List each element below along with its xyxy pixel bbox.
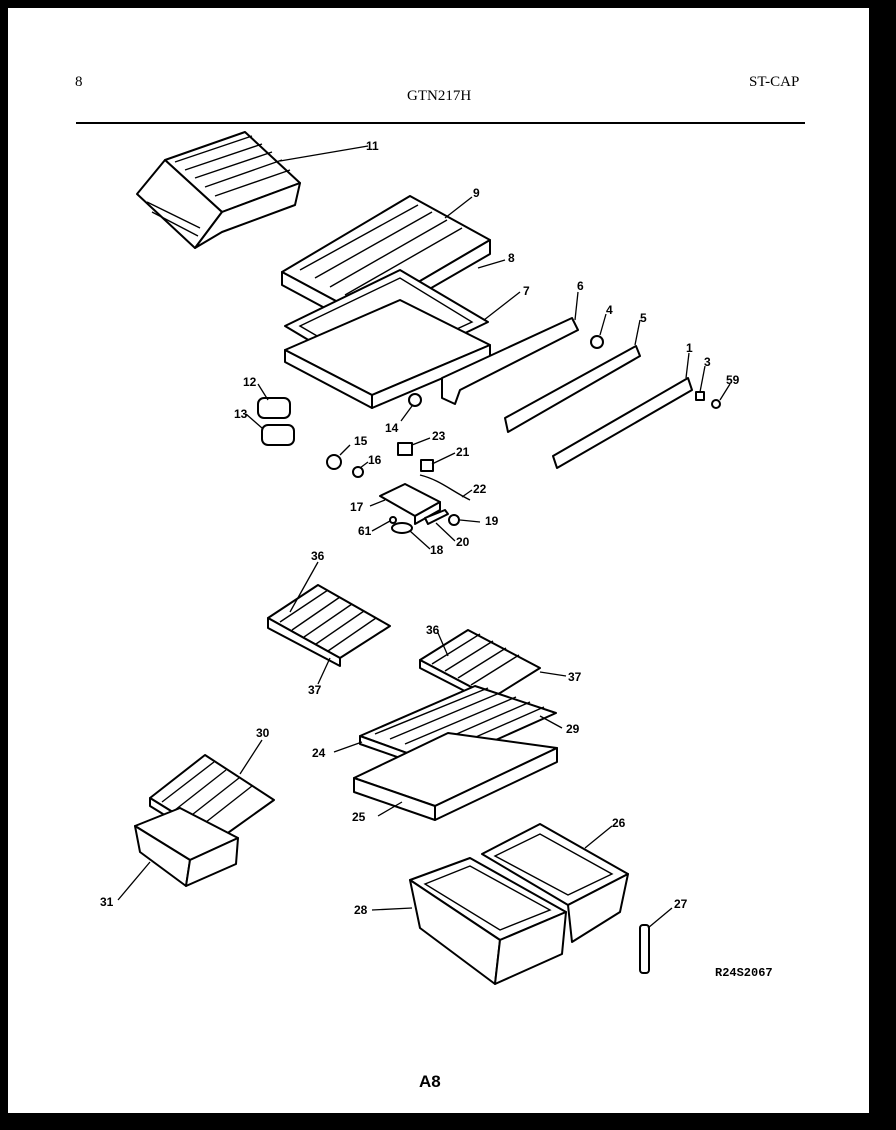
part-1-rail (552, 377, 693, 469)
part-22-wire (419, 474, 471, 501)
callout-6: 6 (577, 279, 584, 293)
part-21-knob (420, 459, 434, 472)
callout-36-lower: 36 (426, 623, 440, 637)
callout-14: 14 (385, 421, 399, 435)
callout-8: 8 (508, 251, 515, 265)
callout-31: 31 (100, 895, 114, 909)
part-6-bracket (441, 317, 579, 405)
part-59-screw (711, 399, 721, 409)
part-36-37-wire-shelf-left (267, 584, 391, 667)
callout-15: 15 (354, 434, 368, 448)
part-12-shield (257, 397, 291, 419)
callout-7: 7 (523, 284, 530, 298)
part-31-keeper-pan (134, 807, 239, 887)
part-18-thermostat (391, 522, 413, 534)
part-11-freezer-shelf (136, 131, 301, 249)
callout-20: 20 (456, 535, 470, 549)
callout-9: 9 (473, 186, 480, 200)
part-3-clip (695, 391, 705, 401)
callout-12: 12 (243, 375, 257, 389)
part-5-rail (504, 345, 641, 433)
callout-labels: 11 9 8 7 6 4 5 1 3 59 12 13 14 23 15 16 … (100, 139, 740, 917)
callout-13: 13 (234, 407, 248, 421)
leader-lines (117, 145, 731, 929)
model-number: GTN217H (407, 88, 472, 104)
section-code: ST-CAP (749, 74, 800, 90)
callout-24: 24 (312, 746, 326, 760)
callout-1: 1 (686, 341, 693, 355)
callout-36-upper: 36 (311, 549, 325, 563)
callout-11: 11 (366, 139, 379, 153)
callout-19: 19 (485, 514, 499, 528)
part-20-bracket (424, 509, 449, 525)
part-61-screw (389, 516, 397, 524)
part-28-crisper-drawer (409, 857, 567, 985)
part-25-crisper-cover (353, 732, 558, 821)
part-27-divider (639, 924, 650, 974)
page-label: A8 (419, 1072, 441, 1091)
callout-3: 3 (704, 355, 711, 369)
part-14-knob (408, 393, 422, 407)
diagram-sheet: 8 GTN217H ST-CAP (8, 8, 869, 1113)
part-23-switch (397, 442, 413, 456)
callout-26: 26 (612, 816, 626, 830)
callout-61: 61 (358, 524, 372, 538)
part-16-socket (352, 466, 364, 478)
header-rule (76, 122, 805, 124)
callout-59: 59 (726, 373, 740, 387)
callout-25: 25 (352, 810, 366, 824)
callout-30: 30 (256, 726, 270, 740)
drawing-reference: R24S2067 (715, 966, 773, 980)
callout-23: 23 (432, 429, 446, 443)
part-15-bulb (326, 454, 342, 470)
part-26-crisper-drawer (481, 823, 629, 943)
callout-22: 22 (473, 482, 487, 496)
callout-37-upper: 37 (308, 683, 322, 697)
callout-27: 27 (674, 897, 688, 911)
page-number: 8 (75, 74, 83, 90)
callout-29: 29 (566, 722, 580, 736)
callout-37-lower: 37 (568, 670, 582, 684)
part-13-shield (261, 424, 295, 446)
part-19-knob (448, 514, 460, 526)
callout-18: 18 (430, 543, 444, 557)
part-4-nut (590, 335, 604, 349)
callout-17: 17 (350, 500, 364, 514)
part-7-pan (284, 299, 491, 409)
callout-5: 5 (640, 311, 647, 325)
callout-28: 28 (354, 903, 368, 917)
callout-4: 4 (606, 303, 613, 317)
callout-16: 16 (368, 453, 382, 467)
exploded-parts-drawing: 11 9 8 7 6 4 5 1 3 59 12 13 14 23 15 16 … (100, 131, 740, 985)
callout-21: 21 (456, 445, 470, 459)
